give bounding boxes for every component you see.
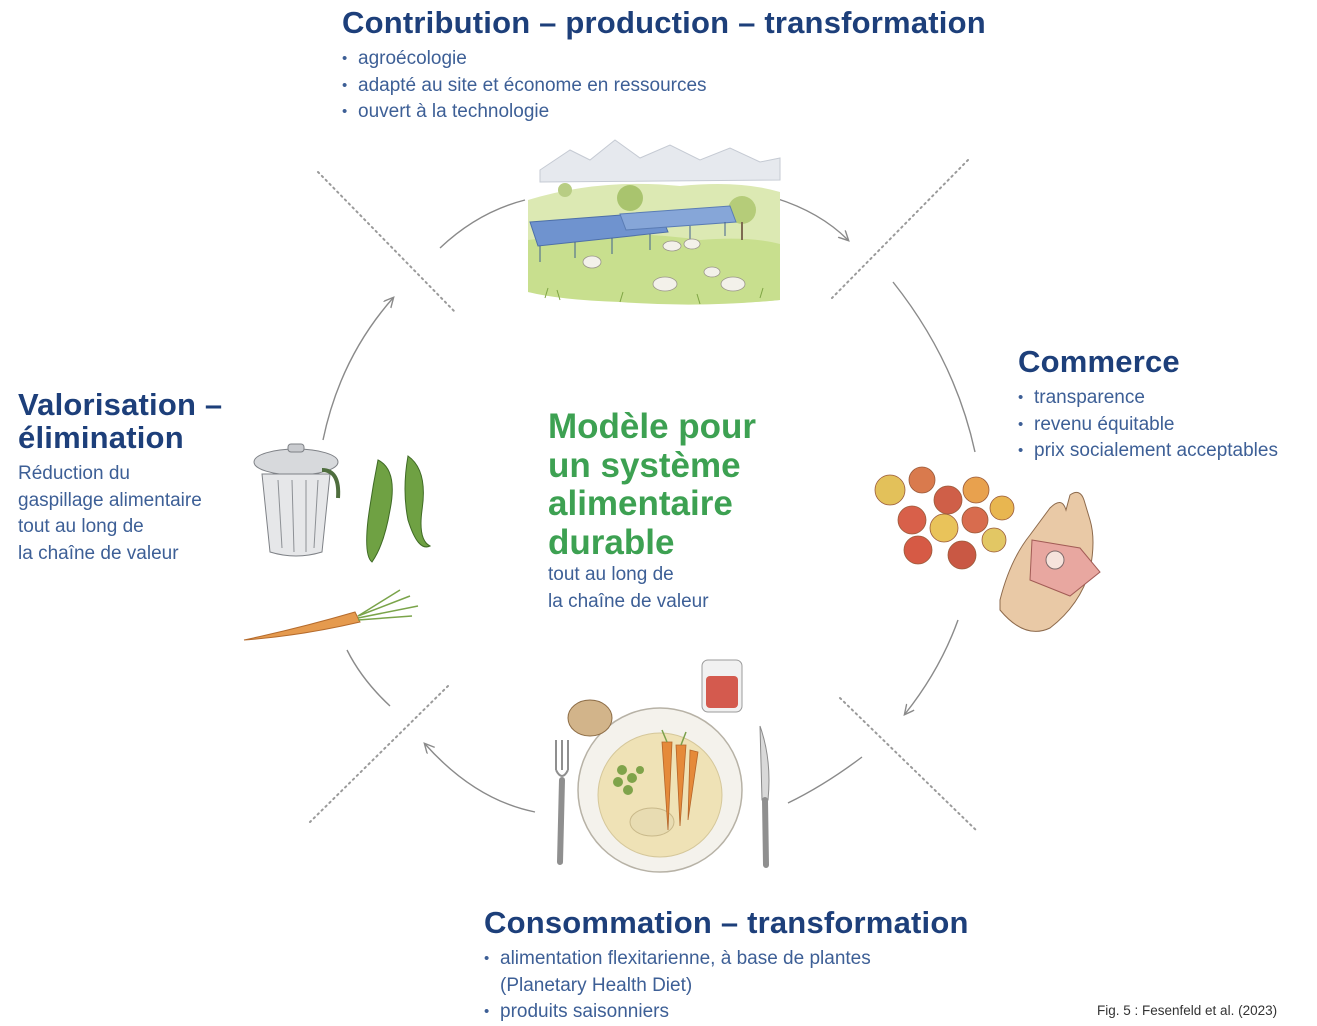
center-title-line: Modèle pour	[548, 407, 757, 446]
center-title-line: un système	[548, 445, 741, 485]
commerce-bullet-list: transparence revenu équitable prix socia…	[1018, 385, 1278, 465]
center-title: Modèle pour un système alimentaire durab…	[548, 407, 757, 562]
production-bullet-item: adapté au site et économe en ressources	[342, 73, 707, 100]
commerce-bullet-item: prix socialement acceptables	[1018, 438, 1278, 465]
valorisation-text-line: tout au long de	[18, 516, 144, 537]
valorisation-title-line: élimination	[18, 420, 184, 455]
valorisation-title-line: Valorisation –	[18, 387, 223, 422]
cycle-arrow-top-right	[774, 197, 848, 240]
consommation-bullet-item: produits saisonniers	[484, 999, 954, 1026]
cycle-arrow-top-left	[439, 199, 526, 249]
valorisation-text-line: Réduction du	[18, 463, 130, 484]
center-subtitle-line: la chaîne de valeur	[548, 590, 709, 612]
consommation-bullet-list: alimentation flexitarienne, à base de pl…	[484, 946, 954, 1026]
production-bullet-list: agroécologie adapté au site et économe e…	[342, 46, 707, 126]
center-title-line: durable	[548, 522, 675, 562]
figure-caption: Fig. 5 : Fesenfeld et al. (2023)	[1097, 1003, 1278, 1018]
cycle-arrow-bottom-left	[425, 744, 536, 813]
divider-dotted-top-left	[317, 171, 456, 313]
valorisation-description: Réduction du gaspillage alimentaire tout…	[18, 461, 202, 567]
section-title-production: Contribution – production – transformati…	[342, 5, 986, 40]
commerce-bullet-item: transparence	[1018, 385, 1278, 412]
cycle-arrow-bottom-right	[787, 756, 863, 804]
production-bullet-item: ouvert à la technologie	[342, 99, 707, 126]
farm-solar-sheep-illustration	[528, 139, 781, 305]
consommation-bullet-item: alimentation flexitarienne, à base de pl…	[484, 946, 954, 999]
center-subtitle-line: tout au long de	[548, 564, 674, 585]
section-title-commerce: Commerce	[1018, 344, 1180, 379]
cycle-arrow-left-lower	[346, 649, 391, 707]
center-title-line: alimentaire	[548, 484, 733, 523]
divider-dotted-bottom-right	[839, 697, 979, 833]
trash-vegetables-illustration	[243, 443, 432, 641]
cycle-arrow-left-upper	[322, 298, 393, 441]
section-title-consommation: Consommation – transformation	[484, 905, 969, 940]
divider-dotted-bottom-left	[309, 685, 449, 823]
plate-meal-illustration	[555, 659, 770, 873]
commerce-bullet-item: revenu équitable	[1018, 412, 1278, 439]
divider-dotted-top-right	[831, 159, 969, 299]
section-title-valorisation: Valorisation – élimination	[18, 388, 222, 454]
cycle-arrow-right-lower	[905, 619, 959, 714]
valorisation-text-line: la chaîne de valeur	[18, 542, 179, 564]
valorisation-text-line: gaspillage alimentaire	[18, 489, 202, 511]
production-bullet-item: agroécologie	[342, 46, 707, 73]
center-subtitle: tout au long de la chaîne de valeur	[548, 562, 709, 615]
cycle-arrow-right-upper	[892, 281, 976, 453]
apples-money-hand-illustration	[874, 466, 1101, 632]
